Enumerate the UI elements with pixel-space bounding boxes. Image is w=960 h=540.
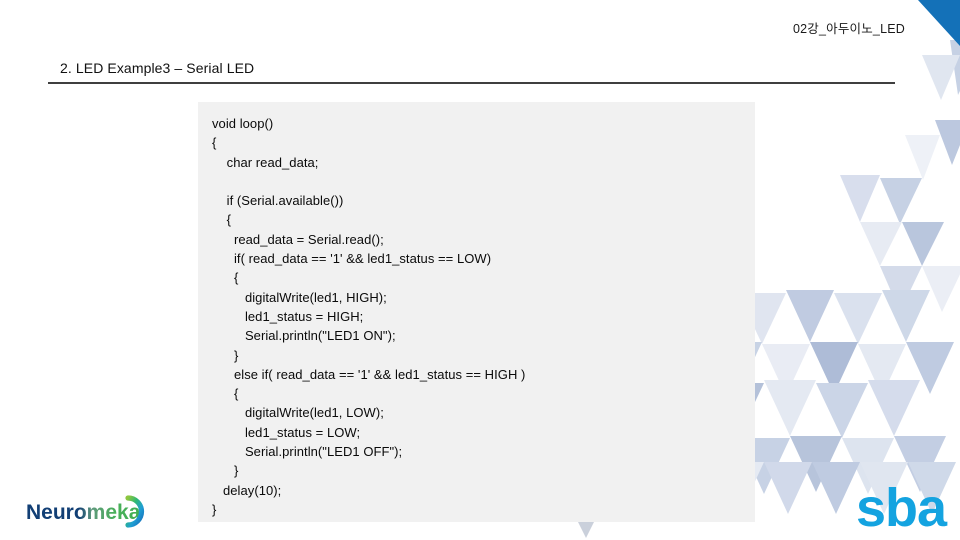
page-title-block: 2. LED Example3 – Serial LED [48,60,895,84]
code-line: digitalWrite(led1, HIGH); [212,289,387,305]
neuromeka-wordmark: Neuromeka [26,501,141,524]
sba-logo: sba [856,478,949,534]
corner-accent-triangle [918,0,960,46]
code-line: char read_data; [212,154,319,170]
code-line: digitalWrite(led1, LOW); [212,405,384,421]
code-line: led1_status = HIGH; [212,308,364,324]
code-line: { [212,270,239,286]
page-title: 2. LED Example3 – Serial LED [60,60,255,76]
neuromeka-arc-mark [125,495,145,528]
code-line [212,172,755,191]
code-line: } [212,463,239,479]
header-label: 02강_아두이노_LED [792,22,905,36]
code-line: Serial.println("LED1 OFF"); [212,444,403,460]
code-line: Serial.println("LED1 ON"); [212,328,396,344]
code-line: } [212,501,217,517]
code-line: if( read_data == '1' && led1_status == L… [212,251,492,267]
code-line: void loop() [212,116,274,131]
code-block: void loop() { char read_data; if (Serial.… [198,102,755,522]
code-line: { [212,135,217,151]
code-line: delay(10); [212,482,282,498]
code-line: led1_status = LOW; [212,424,361,440]
sba-wordmark: sba [856,478,948,534]
code-line: { [212,212,232,228]
code-line: else if( read_data == '1' && led1_status… [212,366,526,382]
code-line: } [212,347,239,363]
title-divider [48,82,895,84]
code-line: read_data = Serial.read(); [212,231,384,247]
code-lines: void loop() { char read_data; if (Serial.… [212,114,755,519]
neuromeka-logo: Neuromeka [26,495,145,528]
code-line: { [212,386,239,402]
code-line: if (Serial.available()) [212,193,344,209]
